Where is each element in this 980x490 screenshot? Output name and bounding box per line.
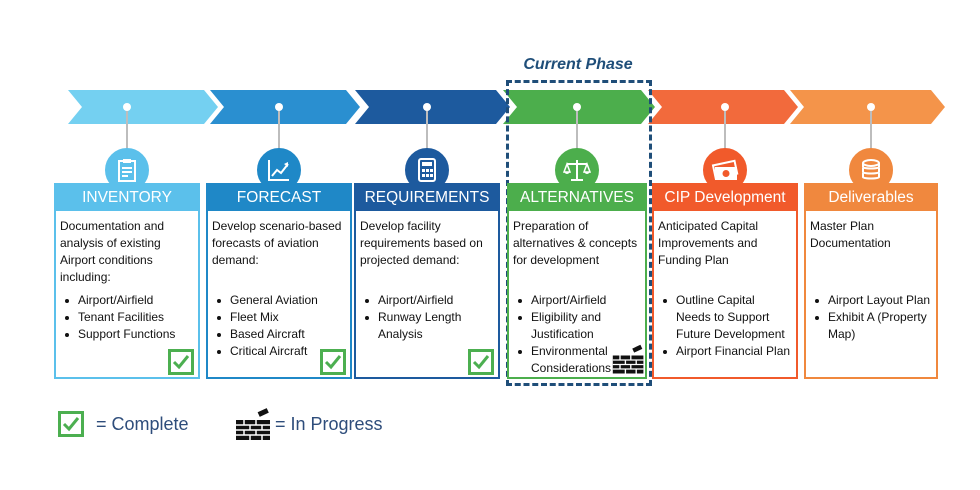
timeline-dot <box>123 103 131 111</box>
phase-item: Airport Layout Plan <box>814 292 932 309</box>
phase-item: Eligibility and Justification <box>517 309 641 343</box>
phase-item: Airport/Airfield <box>517 292 641 309</box>
connector-line <box>278 111 280 151</box>
phase-description: Anticipated Capital Improvements and Fun… <box>658 219 759 267</box>
phase-item: Tenant Facilities <box>64 309 175 326</box>
phase-card: ALTERNATIVES Preparation of alternatives … <box>507 183 647 379</box>
legend-in-progress-icon <box>234 408 274 447</box>
legend-complete-icon <box>58 411 84 437</box>
phase-item: Airport/Airfield <box>64 292 175 309</box>
timeline-dot <box>721 103 729 111</box>
connector-line <box>870 111 872 151</box>
phase-item: Support Functions <box>64 326 175 343</box>
phase-title: ALTERNATIVES <box>509 185 645 211</box>
complete-check-icon <box>168 349 194 375</box>
phase-arrow <box>355 90 510 124</box>
timeline-dot <box>275 103 283 111</box>
complete-check-icon <box>320 349 346 375</box>
timeline-dot <box>573 103 581 111</box>
phase-description: Develop facility requirements based on p… <box>360 219 483 267</box>
phase-title: REQUIREMENTS <box>356 185 498 211</box>
phase-description: Master Plan Documentation <box>810 219 891 250</box>
phase-item: Critical Aircraft <box>216 343 318 360</box>
phase-item-list: Outline Capital Needs to Support Future … <box>654 292 796 360</box>
phase-description: Documentation and analysis of existing A… <box>60 219 165 284</box>
phase-title: FORECAST <box>208 185 350 211</box>
connector-line <box>426 111 428 151</box>
legend-in-progress-label: = In Progress <box>275 414 383 434</box>
timeline-dot <box>867 103 875 111</box>
phase-item: Environmental Considerations <box>517 343 641 377</box>
complete-check-icon <box>468 349 494 375</box>
phase-item: Runway Length Analysis <box>364 309 494 343</box>
phase-item: General Aviation <box>216 292 318 309</box>
connector-line <box>126 111 128 151</box>
phase-item: Fleet Mix <box>216 309 318 326</box>
phase-item: Outline Capital Needs to Support Future … <box>662 292 792 343</box>
phase-arrow <box>210 90 360 124</box>
phase-card: INVENTORY Documentation and analysis of e… <box>54 183 200 379</box>
phase-card: REQUIREMENTS Develop facility requirement… <box>354 183 500 379</box>
phase-item: Airport/Airfield <box>364 292 494 309</box>
phase-arrow <box>68 90 218 124</box>
phase-item: Based Aircraft <box>216 326 318 343</box>
phase-description: Preparation of alternatives & concepts f… <box>513 219 638 267</box>
in-progress-brick-icon <box>611 344 647 381</box>
connector-line <box>576 111 578 151</box>
phase-title: INVENTORY <box>56 185 198 211</box>
phase-item: Airport Financial Plan <box>662 343 792 360</box>
phase-title: CIP Development <box>654 185 796 211</box>
current-phase-label: Current Phase <box>523 56 633 73</box>
phase-description: Develop scenario-based forecasts of avia… <box>212 219 342 267</box>
timeline-dot <box>423 103 431 111</box>
legend-complete-label: = Complete <box>96 414 189 434</box>
phase-title: Deliverables <box>806 185 936 211</box>
phase-item: Exhibit A (Property Map) <box>814 309 932 343</box>
phase-card: FORECAST Develop scenario-based forecasts… <box>206 183 352 379</box>
connector-line <box>724 111 726 151</box>
